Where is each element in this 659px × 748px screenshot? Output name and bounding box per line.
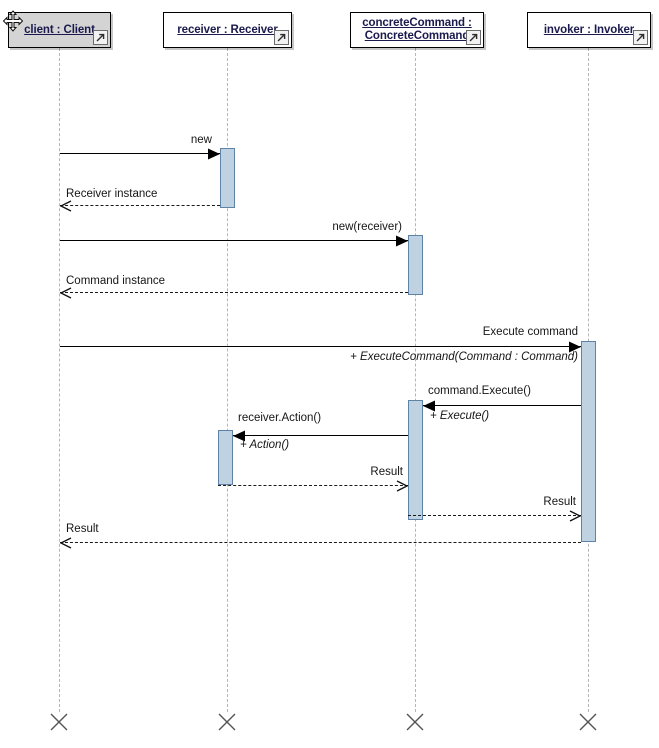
message-arrow-msg-result-command bbox=[569, 509, 582, 522]
message-line-msg-command-execute[interactable] bbox=[423, 405, 581, 406]
move-handle-icon[interactable] bbox=[2, 10, 24, 32]
message-label-msg-receiver-instance: Receiver instance bbox=[66, 188, 158, 200]
lifeline-terminator-client bbox=[49, 712, 69, 732]
lifeline-head-label-concreteCommand: concreteCommand : ConcreteCommand bbox=[362, 17, 472, 42]
message-line-msg-result-receiver[interactable] bbox=[218, 485, 408, 486]
message-arrow-msg-new bbox=[208, 147, 220, 160]
message-line-msg-result-client[interactable] bbox=[60, 542, 581, 543]
message-arrow-msg-command-instance bbox=[59, 286, 72, 299]
message-signature-msg-receiver-action: + Action() bbox=[240, 439, 290, 451]
open-diagram-icon[interactable] bbox=[93, 30, 108, 45]
lifeline-terminator-concreteCommand bbox=[405, 712, 425, 732]
lifeline-head-label-receiver: receiver : Receiver bbox=[177, 23, 278, 36]
lifeline-receiver bbox=[227, 48, 228, 712]
lifeline-concreteCommand bbox=[415, 48, 416, 712]
activation-bar-act-invoker-execute[interactable] bbox=[581, 341, 596, 542]
lifeline-head-invoker[interactable]: invoker : Invoker bbox=[527, 12, 651, 48]
activation-bar-act-command-execute[interactable] bbox=[408, 400, 423, 520]
lifeline-head-label-client: client : Client bbox=[24, 23, 95, 36]
message-arrow-msg-new-receiver bbox=[396, 234, 408, 247]
open-diagram-icon[interactable] bbox=[466, 30, 481, 45]
message-signature-msg-execute-command: + ExecuteCommand(Command : Command) bbox=[350, 351, 578, 363]
lifeline-client bbox=[59, 48, 60, 712]
open-diagram-icon[interactable] bbox=[633, 30, 648, 45]
message-label-msg-command-execute: command.Execute() bbox=[428, 385, 531, 397]
lifeline-terminator-invoker bbox=[578, 712, 598, 732]
message-arrow-msg-execute-command bbox=[569, 340, 581, 353]
message-line-msg-new[interactable] bbox=[60, 153, 220, 154]
message-line-msg-result-command[interactable] bbox=[408, 515, 581, 516]
message-line-msg-receiver-instance[interactable] bbox=[60, 205, 220, 206]
message-label-msg-result-command: Result bbox=[543, 496, 576, 508]
message-label-msg-new: new bbox=[190, 134, 212, 146]
message-label-msg-result-client: Result bbox=[66, 523, 99, 535]
message-label-msg-result-receiver: Result bbox=[370, 466, 403, 478]
activation-bar-act-receiver-action[interactable] bbox=[218, 430, 233, 485]
activation-bar-act-command-new[interactable] bbox=[408, 235, 423, 295]
lifeline-head-label-invoker: invoker : Invoker bbox=[543, 23, 635, 36]
lifeline-head-concreteCommand[interactable]: concreteCommand : ConcreteCommand bbox=[350, 12, 484, 48]
message-line-msg-new-receiver[interactable] bbox=[60, 240, 408, 241]
message-line-msg-command-instance[interactable] bbox=[60, 292, 408, 293]
message-arrow-msg-receiver-instance bbox=[59, 199, 72, 212]
message-label-msg-receiver-action: receiver.Action() bbox=[238, 412, 322, 424]
message-line-msg-receiver-action[interactable] bbox=[233, 435, 408, 436]
message-line-msg-execute-command[interactable] bbox=[60, 346, 581, 347]
open-diagram-icon[interactable] bbox=[274, 30, 289, 45]
lifeline-head-client[interactable]: client : Client bbox=[8, 12, 111, 48]
message-label-msg-new-receiver: new(receiver) bbox=[332, 221, 402, 233]
activation-bar-act-receiver-new[interactable] bbox=[220, 148, 235, 208]
message-arrow-msg-command-execute bbox=[423, 399, 435, 412]
lifeline-head-receiver[interactable]: receiver : Receiver bbox=[163, 12, 292, 48]
message-arrow-msg-result-client bbox=[59, 536, 72, 549]
message-label-msg-command-instance: Command instance bbox=[66, 275, 166, 287]
message-arrow-msg-result-receiver bbox=[396, 479, 409, 492]
message-arrow-msg-receiver-action bbox=[233, 429, 245, 442]
message-label-msg-execute-command: Execute command bbox=[482, 326, 578, 338]
message-signature-msg-command-execute: + Execute() bbox=[430, 410, 490, 422]
lifeline-terminator-receiver bbox=[217, 712, 237, 732]
